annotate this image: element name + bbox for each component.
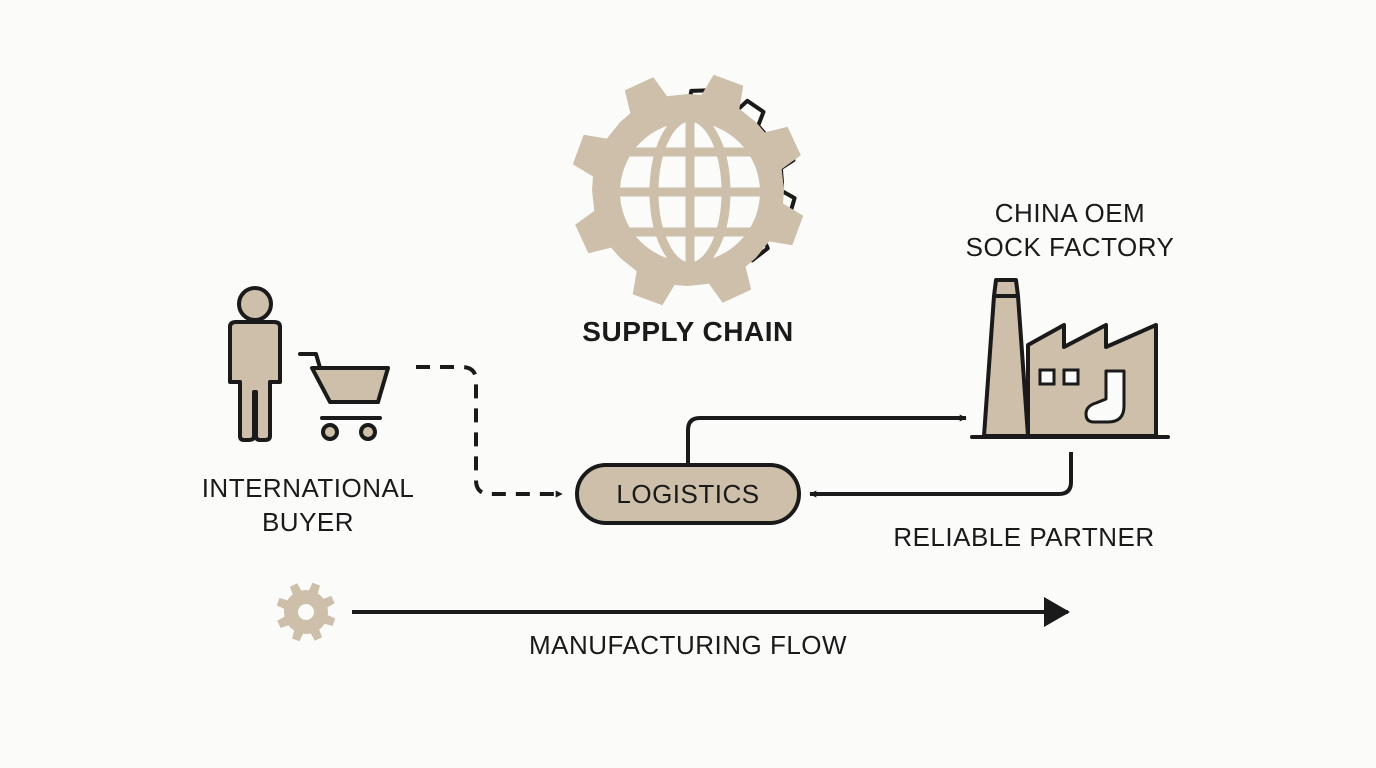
small-gear-icon xyxy=(276,582,336,642)
buyer-label-line2: BUYER xyxy=(262,507,354,537)
sock-icon xyxy=(1084,369,1126,424)
globe-icon xyxy=(610,112,770,272)
buyer-label-line1: INTERNATIONAL xyxy=(202,473,415,503)
supply-chain-label: SUPPLY CHAIN xyxy=(582,316,793,347)
partner-label: RELIABLE PARTNER xyxy=(893,522,1154,552)
logistics-label: LOGISTICS xyxy=(616,479,759,509)
logistics-to-factory-arrow xyxy=(686,414,967,465)
factory-label-line2: SOCK FACTORY xyxy=(966,232,1175,262)
buyer-to-logistics-dashed-arrow xyxy=(416,365,563,498)
person-icon xyxy=(228,286,282,442)
shopping-cart-icon xyxy=(298,352,390,441)
factory-to-logistics-arrow xyxy=(809,452,1073,498)
supply-chain-icon xyxy=(572,74,804,306)
factory-label-line1: CHINA OEM xyxy=(995,198,1145,228)
flow-label: MANUFACTURING FLOW xyxy=(529,630,847,660)
factory-icon xyxy=(970,278,1170,439)
